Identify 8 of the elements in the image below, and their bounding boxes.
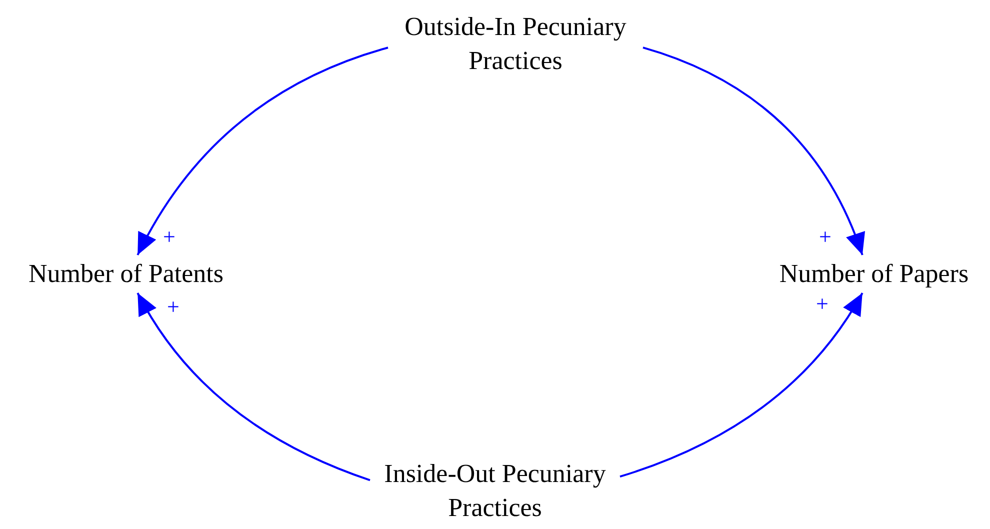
arrow: [642, 46, 864, 256]
node-label: Outside-In Pecuniary Practices: [404, 11, 628, 77]
arrow: [136, 292, 370, 482]
node-label: Inside-Out Pecuniary Practices: [383, 458, 607, 524]
arrow: [136, 46, 388, 256]
node-label: Number of Patents: [28, 258, 224, 290]
arrow: [620, 292, 864, 478]
node-label: Number of Papers: [779, 258, 969, 290]
